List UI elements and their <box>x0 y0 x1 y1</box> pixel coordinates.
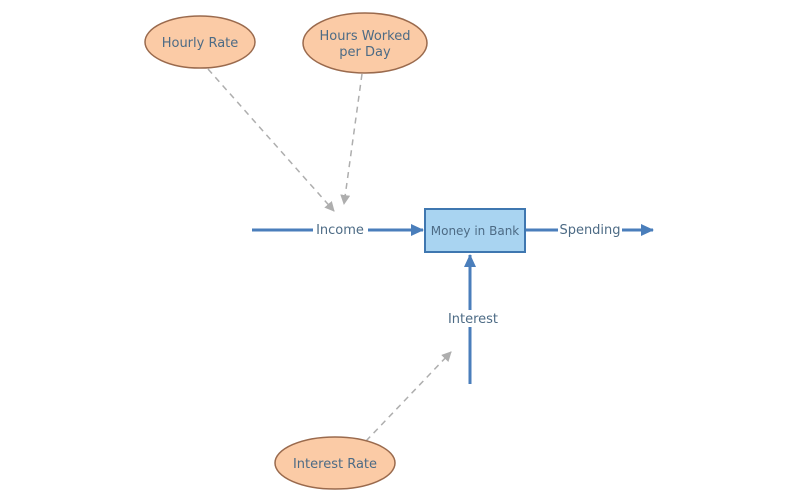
income-flow-label-group[interactable]: Income <box>313 221 368 238</box>
hours-worked-label-line1: Hours Worked <box>320 29 411 44</box>
interest-rate-ellipse[interactable] <box>274 436 396 490</box>
interest-flow-label: Interest <box>448 312 498 327</box>
hourly-rate-to-income-link[interactable] <box>207 68 335 212</box>
hourly-rate-node[interactable]: Hourly Rate <box>144 15 256 69</box>
hours-worked-to-income-link[interactable] <box>340 73 363 205</box>
hours-worked-label-line2: per Day <box>339 45 391 60</box>
spending-label-halo <box>558 221 622 238</box>
interest-label-halo <box>446 310 501 327</box>
interest-rate-label: Interest Rate <box>293 457 377 472</box>
money-in-bank-label: Money in Bank <box>431 224 520 238</box>
income-label-halo <box>313 221 368 238</box>
spending-flow-label: Spending <box>559 223 620 238</box>
money-in-bank-box[interactable] <box>424 208 526 253</box>
money-in-bank-stock[interactable]: Money in Bank <box>424 208 526 253</box>
hourly-rate-ellipse[interactable] <box>144 15 256 69</box>
hours-worked-node[interactable]: Hours Worked per Day <box>302 12 428 74</box>
interest-flow-label-group[interactable]: Interest <box>446 310 501 327</box>
interest-rate-node[interactable]: Interest Rate <box>274 436 396 490</box>
hours-worked-ellipse[interactable] <box>302 12 428 74</box>
income-flow-label: Income <box>316 223 364 238</box>
interest-rate-to-interest-link[interactable] <box>365 351 452 442</box>
hourly-rate-label: Hourly Rate <box>162 36 239 51</box>
spending-flow-label-group[interactable]: Spending <box>558 221 622 238</box>
